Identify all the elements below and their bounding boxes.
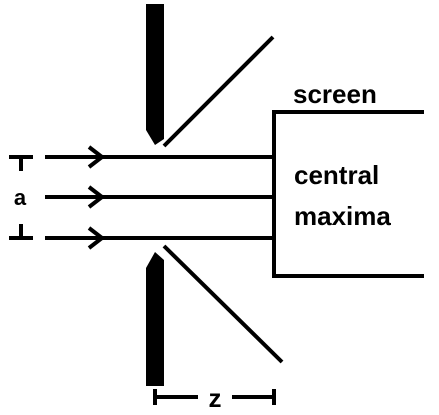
screen-label: screen [293,79,377,109]
distance-label: z [209,383,222,413]
slit-width-label: a [14,185,27,210]
lower-slit-barrier [146,252,164,386]
screen-outline [272,110,424,278]
ray-arrowhead-top [87,145,106,169]
ray-arrowhead-bottom [87,226,106,250]
central-maxima-label-line1: central [294,160,379,190]
lower-diffraction-line [162,244,284,364]
central-maxima-label-line2: maxima [294,201,391,231]
ray-arrowhead-middle [87,185,106,209]
upper-diffraction-line [162,35,275,148]
upper-slit-barrier [146,4,164,145]
